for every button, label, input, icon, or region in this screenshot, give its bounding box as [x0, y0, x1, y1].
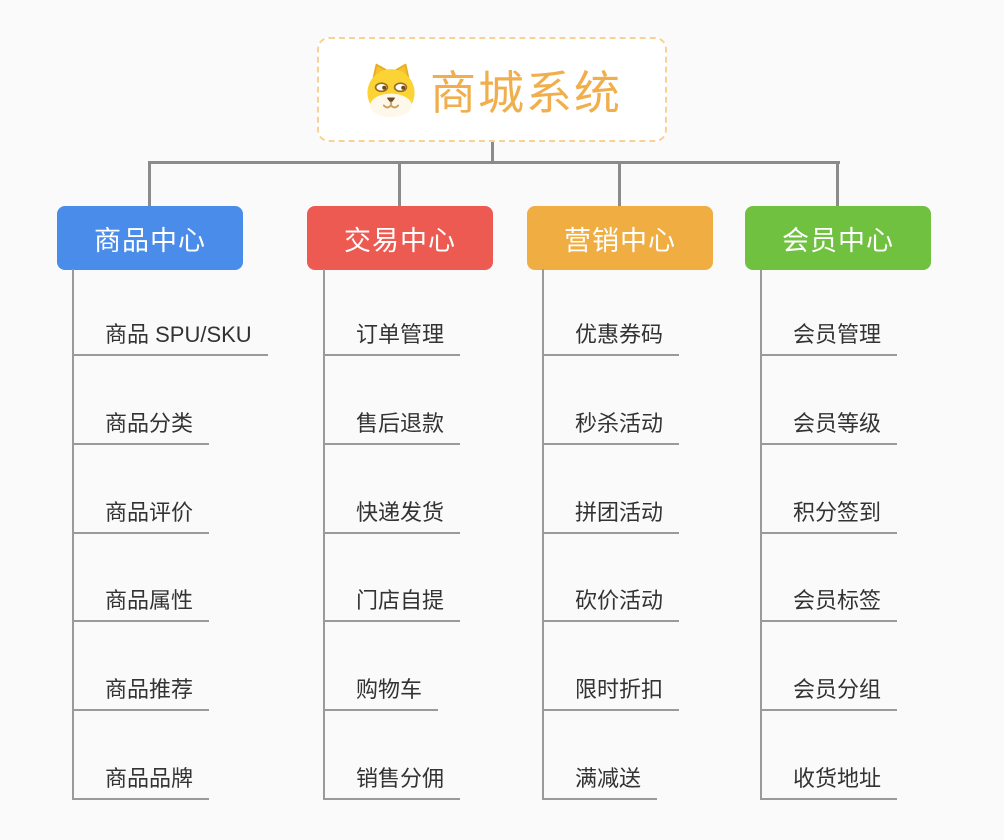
branch-node-1[interactable]: 商品中心 — [57, 206, 243, 270]
leaf-node[interactable]: 商品分类 — [72, 409, 210, 445]
leaf-node[interactable]: 销售分佣 — [323, 764, 461, 800]
leaf-node[interactable]: 砍价活动 — [542, 586, 680, 622]
leaf-node[interactable]: 会员管理 — [760, 320, 898, 356]
leaf-node[interactable]: 拼团活动 — [542, 498, 680, 534]
drop-line-1 — [148, 161, 151, 207]
drop-line-2 — [398, 161, 401, 207]
leaf-node[interactable]: 售后退款 — [323, 409, 461, 445]
leaf-node[interactable]: 收货地址 — [760, 764, 898, 800]
tree-rail-line — [148, 161, 840, 164]
root-title: 商城系统 — [430, 66, 622, 119]
branch-node-3[interactable]: 营销中心 — [527, 206, 713, 270]
leaf-node[interactable]: 满减送 — [542, 764, 658, 800]
leaf-node[interactable]: 会员等级 — [760, 409, 898, 445]
dog-icon — [362, 61, 420, 119]
root-node[interactable]: 商城系统 — [317, 37, 667, 142]
drop-line-3 — [618, 161, 621, 207]
leaf-node[interactable]: 商品 SPU/SKU — [72, 320, 268, 356]
leaf-node[interactable]: 会员分组 — [760, 675, 898, 711]
branch-connector-line — [323, 269, 325, 800]
leaf-node[interactable]: 秒杀活动 — [542, 409, 680, 445]
leaf-node[interactable]: 限时折扣 — [542, 675, 680, 711]
drop-line-4 — [836, 161, 839, 207]
leaf-node[interactable]: 商品评价 — [72, 498, 210, 534]
leaf-node[interactable]: 商品品牌 — [72, 764, 210, 800]
root-stem-line — [491, 140, 494, 164]
branch-node-2[interactable]: 交易中心 — [307, 206, 493, 270]
branch-connector-line — [542, 269, 544, 800]
leaf-node[interactable]: 购物车 — [323, 675, 439, 711]
leaf-node[interactable]: 优惠券码 — [542, 320, 680, 356]
branch-connector-line — [72, 269, 74, 800]
leaf-node[interactable]: 会员标签 — [760, 586, 898, 622]
leaf-node[interactable]: 积分签到 — [760, 498, 898, 534]
leaf-node[interactable]: 门店自提 — [323, 586, 461, 622]
leaf-node[interactable]: 商品推荐 — [72, 675, 210, 711]
leaf-node[interactable]: 商品属性 — [72, 586, 210, 622]
leaf-node[interactable]: 订单管理 — [323, 320, 461, 356]
branch-node-4[interactable]: 会员中心 — [745, 206, 931, 270]
leaf-node[interactable]: 快递发货 — [323, 498, 461, 534]
branch-connector-line — [760, 269, 762, 800]
